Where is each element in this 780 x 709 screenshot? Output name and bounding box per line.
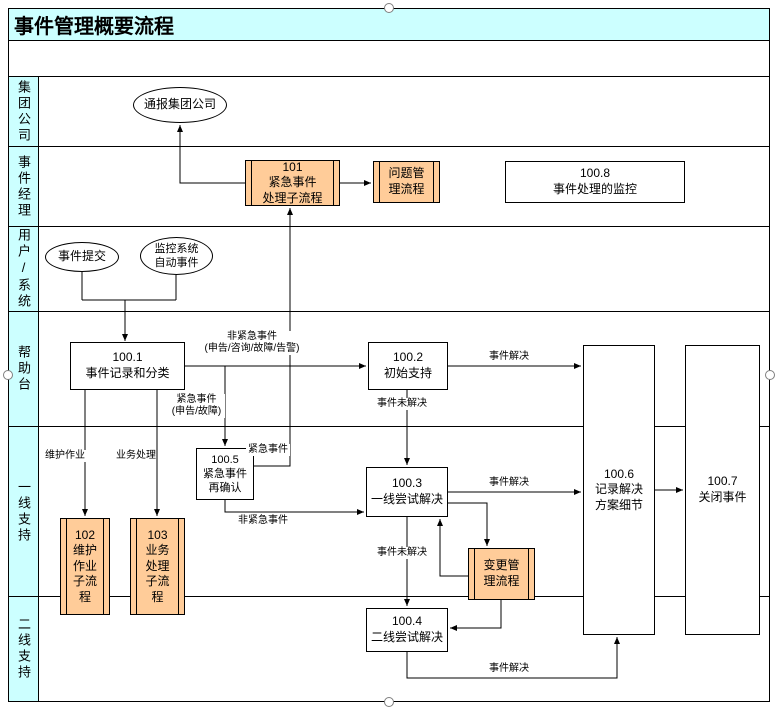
edge-label-non-urgent: 非紧急事件 <box>236 515 290 527</box>
lane-label-incident-manager: 事件经理 <box>9 147 39 226</box>
terminator-monitor-auto-event[interactable]: 监控系统 自动事件 <box>140 237 213 275</box>
lane-incident-manager: 事件经理 <box>9 146 769 226</box>
lane-user-system: 用户/系统 <box>9 226 769 311</box>
connector-100-5-to-100-3 <box>224 500 364 515</box>
connector-100-5-to-101 <box>254 208 293 467</box>
subprocess-103-business[interactable]: 103 业务 处理 子流 程 <box>130 518 185 615</box>
lane-l2-support: 二线支持 <box>9 596 769 701</box>
edge-label-non-urgent-detail: 非紧急事件 (申告/咨询/故障/告警) <box>193 331 311 355</box>
process-100-6-record-solution[interactable]: 100.6 记录解决 方案细节 <box>583 345 655 635</box>
connector-change-mgmt-to-100-3 <box>437 519 468 577</box>
edge-label-business: 业务处理 <box>116 450 156 462</box>
lane-l1-support: 一线支持 <box>9 426 769 596</box>
process-100-7-close-incident[interactable]: 100.7 关闭事件 <box>685 345 760 635</box>
edge-label-maintenance: 维护作业 <box>44 450 86 462</box>
resize-handle-right[interactable] <box>765 370 775 380</box>
subprocess-102-maintenance[interactable]: 102 维护 作业 子流 程 <box>60 518 110 615</box>
lane-label-user-system: 用户/系统 <box>9 227 39 311</box>
edge-label-resolved-l2: 事件解决 <box>486 663 532 675</box>
resize-handle-left[interactable] <box>3 370 13 380</box>
edge-label-unresolved-l1: 事件未解决 <box>374 547 430 559</box>
subprocess-problem-mgmt[interactable]: 问题管 理流程 <box>373 161 440 203</box>
edge-label-urgent-detail: 紧急事件 (申告/故障) <box>168 394 225 418</box>
lane-label-helpdesk: 帮助台 <box>9 312 39 426</box>
process-100-2-initial-support[interactable]: 100.2 初始支持 <box>368 342 448 390</box>
lane-label-l1-support: 一线支持 <box>9 427 39 596</box>
connector-change-mgmt-to-100-4 <box>450 600 502 631</box>
terminator-notify-group[interactable]: 通报集团公司 <box>133 87 227 123</box>
process-100-1-record-classify[interactable]: 100.1 事件记录和分类 <box>70 342 185 390</box>
edge-label-urgent: 紧急事件 <box>246 444 290 456</box>
lane-helpdesk: 帮助台 <box>9 311 769 426</box>
resize-handle-top[interactable] <box>384 3 394 13</box>
lane-group-company: 集团公司 <box>9 76 769 146</box>
connector-100-4-to-100-6 <box>406 637 620 679</box>
connector-101-to-notify-group <box>177 125 245 184</box>
process-100-4-l2-attempt[interactable]: 100.4 二线尝试解决 <box>366 608 448 652</box>
connector-100-3-to-change-mgmt <box>448 502 490 546</box>
edge-label-unresolved-initial: 事件未解决 <box>374 398 430 410</box>
diagram-frame: 事件管理概要流程 集团公司 事件经理 用户/系统 帮助台 一线支持 二线支持 <box>8 8 770 702</box>
lane-label-group-company: 集团公司 <box>9 77 39 146</box>
lane-label-l2-support: 二线支持 <box>9 597 39 701</box>
process-100-5-emergency-reconfirm[interactable]: 100.5 紧急事件 再确认 <box>196 448 254 500</box>
process-100-8-monitoring[interactable]: 100.8 事件处理的监控 <box>505 161 685 203</box>
diagram-title: 事件管理概要流程 <box>9 9 769 41</box>
subprocess-101-emergency[interactable]: 101 紧急事件 处理子流程 <box>245 160 340 206</box>
edge-label-resolved-initial: 事件解决 <box>486 351 532 363</box>
process-100-3-l1-attempt[interactable]: 100.3 一线尝试解决 <box>366 467 448 517</box>
resize-handle-bottom[interactable] <box>384 697 394 707</box>
title-gap <box>9 41 769 76</box>
terminator-incident-submit[interactable]: 事件提交 <box>45 242 119 272</box>
subprocess-change-mgmt[interactable]: 变更管 理流程 <box>468 548 535 600</box>
edge-label-resolved-l1: 事件解决 <box>486 477 532 489</box>
